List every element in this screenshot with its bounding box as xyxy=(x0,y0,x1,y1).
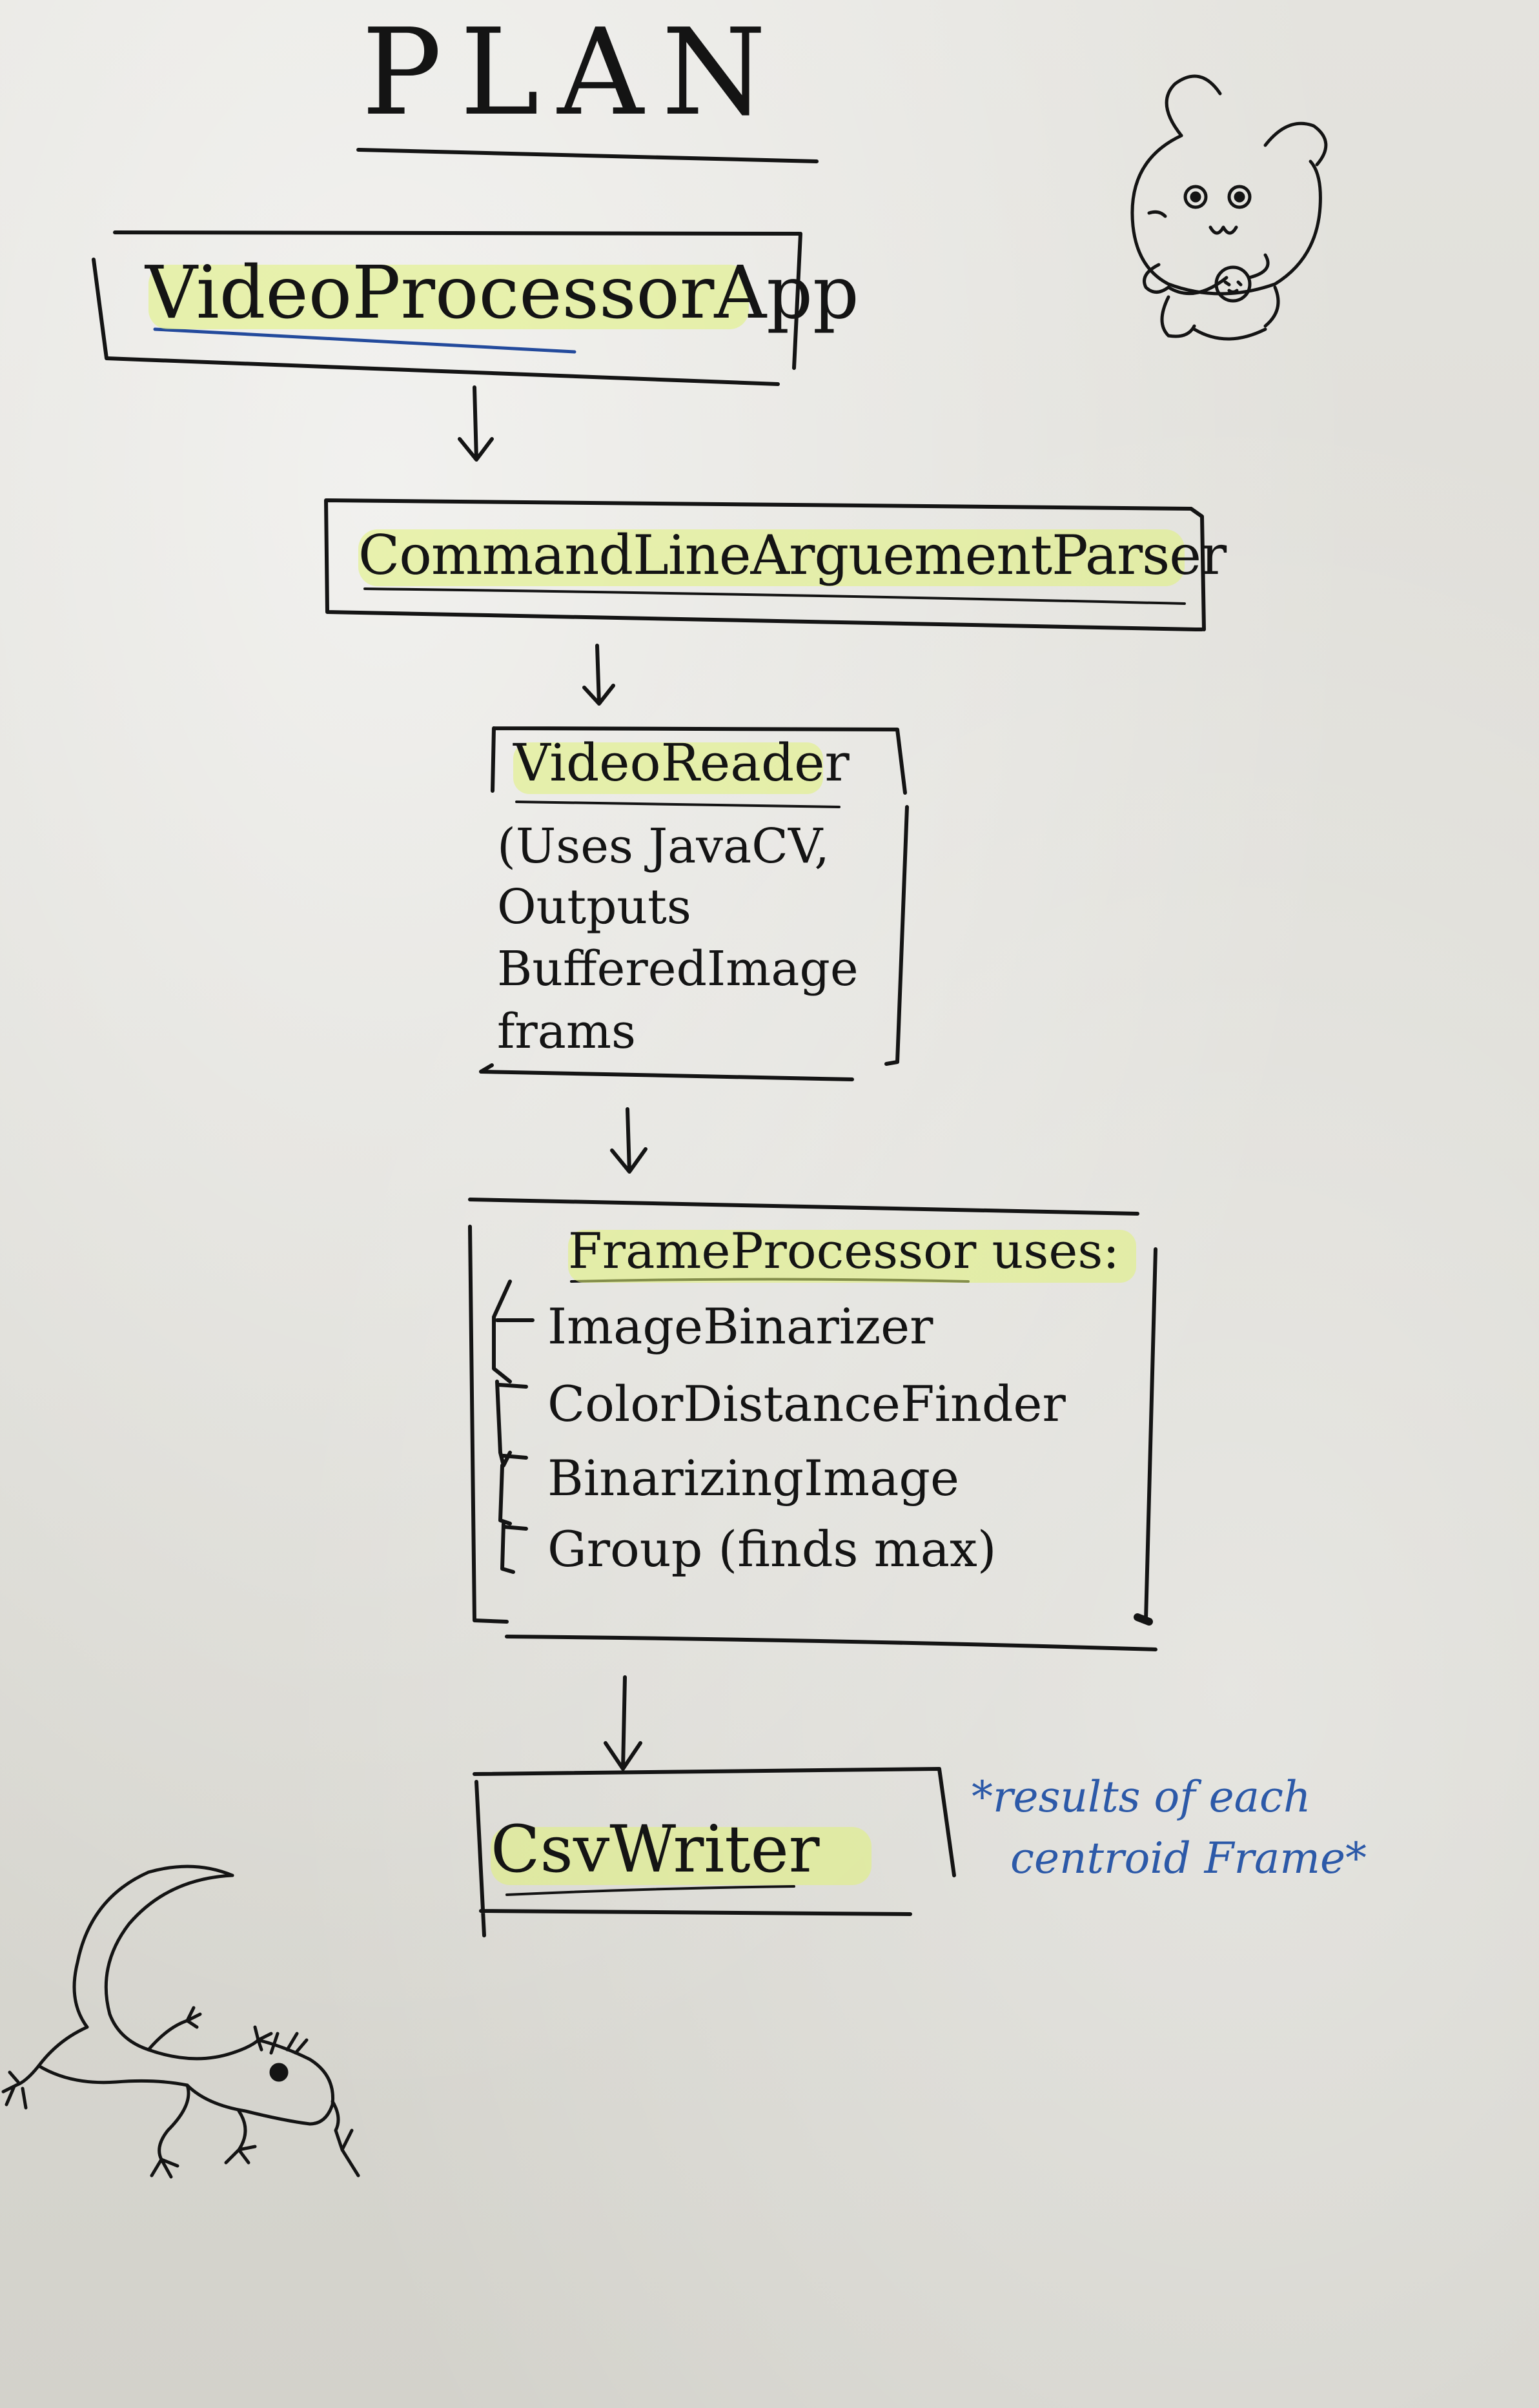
gecko-doodle xyxy=(1,1864,360,2179)
box-processor xyxy=(468,1198,1157,1651)
processor-title-suffix: uses: xyxy=(992,1222,1119,1280)
processor-title: FrameProcessor xyxy=(568,1222,977,1280)
processor-item-4: Group (finds max) xyxy=(547,1520,997,1578)
reader-line-3: BufferedImage xyxy=(497,941,859,997)
processor-item-3: BinarizingImage xyxy=(547,1449,960,1507)
processor-item-2: ColorDistanceFinder xyxy=(547,1375,1066,1433)
note-line-2: centroid Frame* xyxy=(1010,1833,1367,1883)
box-reader xyxy=(479,726,909,1081)
box-parser xyxy=(324,498,1206,631)
arrow-1 xyxy=(458,385,494,462)
arrow-4 xyxy=(604,1675,642,1771)
reader-line-4: frams xyxy=(497,1004,637,1059)
box-label-reader: VideoReader xyxy=(513,733,850,793)
box-app xyxy=(92,230,802,386)
page-title: PLAN xyxy=(362,3,784,142)
box-label-processor: FrameProcessor uses: xyxy=(568,1227,1119,1276)
box-label-writer: CsvWriter xyxy=(491,1811,820,1887)
arrow-3 xyxy=(610,1107,647,1174)
box-writer xyxy=(473,1767,956,1937)
reader-line-1: (Uses JavaCV, xyxy=(497,819,830,874)
box-label-app: VideoProcessorApp xyxy=(145,251,859,335)
box-label-parser: CommandLineArguementParser xyxy=(358,524,1227,587)
note-line-1: *results of each xyxy=(972,1772,1311,1822)
processor-item-1: ImageBinarizer xyxy=(547,1298,933,1355)
processor-bracket xyxy=(492,1280,515,1574)
reader-line-2: Outputs xyxy=(497,879,691,935)
bear-doodle xyxy=(1130,74,1328,341)
title-underline xyxy=(356,148,819,163)
arrow-2 xyxy=(582,644,615,706)
